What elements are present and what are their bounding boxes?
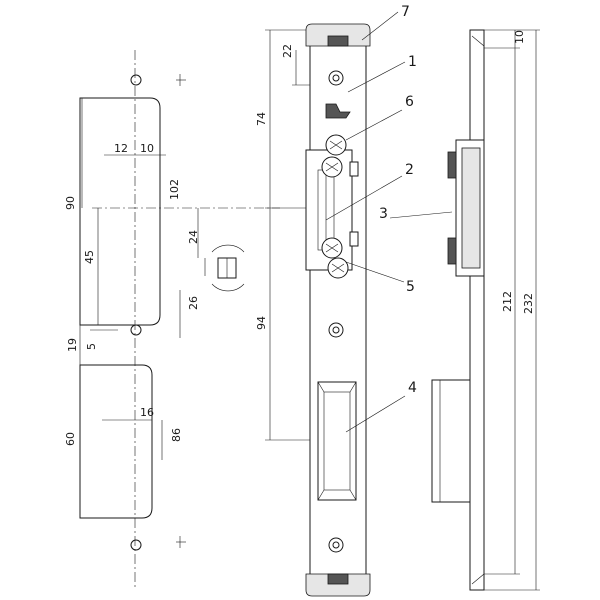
plate-hole-3-inner <box>332 541 340 549</box>
cutout-template: 90 45 19 5 60 12 10 102 24 <box>64 50 280 590</box>
tick <box>317 381 325 393</box>
strike-plate-front: 22 74 94 <box>255 23 371 597</box>
leader-5 <box>345 261 405 283</box>
dim-16: 16 <box>140 406 154 419</box>
dim-19: 19 <box>66 338 79 352</box>
dim-12: 12 <box>114 142 128 155</box>
callout-3: 3 <box>379 206 388 222</box>
dim-232: 232 <box>522 293 535 314</box>
adjust-screw-bottom <box>321 231 359 279</box>
side-keeper-screw-top <box>447 151 457 179</box>
screw-hole-middle <box>130 324 142 336</box>
plate-hole-2-inner <box>332 326 340 334</box>
side-keeper-inner <box>461 147 481 269</box>
dim-10-side: 10 <box>513 30 526 44</box>
screw-cross-4 <box>331 263 345 273</box>
callout-2: 2 <box>405 162 414 178</box>
bolt-opening-inner <box>323 391 351 491</box>
top-end-cap <box>305 23 371 47</box>
dim-5: 5 <box>85 343 98 350</box>
lower-cutout <box>79 364 153 519</box>
leader-7 <box>361 11 399 41</box>
top-cap-latch <box>327 35 349 47</box>
symbol-arc-top <box>211 244 245 253</box>
tick <box>349 381 357 393</box>
dim-26: 26 <box>187 296 200 310</box>
callout-5: 5 <box>406 279 415 295</box>
callout-1: 1 <box>408 54 417 70</box>
screw-tab <box>349 161 359 177</box>
side-bolt-box <box>431 379 471 503</box>
dim-60: 60 <box>64 432 77 446</box>
leader-2 <box>325 175 403 221</box>
callout-6: 6 <box>405 94 414 110</box>
dim-22: 22 <box>281 44 294 58</box>
plate-hole-3 <box>328 537 344 553</box>
side-plate <box>469 29 485 591</box>
callout-4: 4 <box>408 380 417 396</box>
dim-10-top: 10 <box>140 142 154 155</box>
screw-cross-2 <box>325 162 339 172</box>
upper-cutout <box>79 97 161 326</box>
bottom-cap-latch <box>327 573 349 585</box>
tick <box>349 489 357 501</box>
dim-24: 24 <box>187 230 200 244</box>
screw-tab-2 <box>349 231 359 247</box>
side-keeper-screw-bottom <box>447 237 457 265</box>
side-bevels <box>471 35 485 585</box>
dim-45: 45 <box>83 250 96 264</box>
leader-1 <box>347 61 406 93</box>
leader-4 <box>345 395 406 433</box>
plate-hole-1-inner <box>332 74 340 82</box>
plate-hole-1 <box>328 70 344 86</box>
plate-hole-2 <box>328 322 344 338</box>
dim-86: 86 <box>170 428 183 442</box>
dim-94: 94 <box>255 316 268 330</box>
screw-hole-bottom <box>130 539 142 551</box>
bottom-end-cap <box>305 573 371 597</box>
dim-74: 74 <box>255 112 268 126</box>
strike-plate-side: 10 212 232 <box>431 29 540 591</box>
screw-cross-3 <box>325 243 339 253</box>
dim-90: 90 <box>64 196 77 210</box>
leader-3 <box>389 211 453 219</box>
callouts: 7 1 6 2 5 4 3 <box>325 4 453 433</box>
tick <box>317 489 325 501</box>
leader-6 <box>345 109 403 141</box>
door-symbol <box>204 244 245 292</box>
symbol-arc-bottom <box>211 283 245 292</box>
logo-mark <box>325 103 351 119</box>
screw-cross <box>329 140 343 150</box>
dim-212: 212 <box>501 291 514 312</box>
callout-7: 7 <box>401 4 410 20</box>
dim-102: 102 <box>168 179 181 200</box>
adjust-screw-top <box>321 134 359 178</box>
screw-hole-top <box>130 74 142 86</box>
